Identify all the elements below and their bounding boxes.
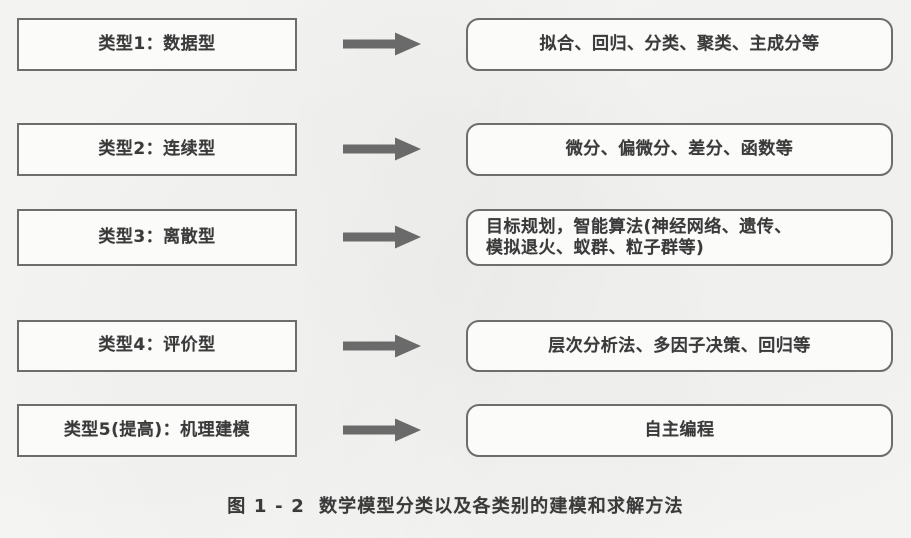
- method-label-3: 目标规划，智能算法(神经网络、遗传、 模拟退火、蚁群、粒子群等): [486, 216, 792, 258]
- right-arrow-icon: [343, 333, 421, 359]
- method-box-1[interactable]: 拟合、回归、分类、聚类、主成分等: [466, 18, 893, 71]
- category-box-5[interactable]: 类型5(提高)：机理建模: [17, 404, 297, 457]
- method-box-5[interactable]: 自主编程: [466, 404, 893, 457]
- category-label-5: 类型5(提高)：机理建模: [63, 419, 251, 440]
- method-label-5: 自主编程: [644, 420, 715, 441]
- figure-caption: 图 1 - 2 数学模型分类以及各类别的建模和求解方法: [0, 492, 911, 518]
- right-arrow-icon: [343, 224, 421, 250]
- method-box-3[interactable]: 目标规划，智能算法(神经网络、遗传、 模拟退火、蚁群、粒子群等): [466, 209, 893, 266]
- right-arrow-icon: [343, 31, 421, 57]
- category-label-1: 类型1：数据型: [98, 33, 216, 54]
- right-arrow-icon: [343, 417, 421, 443]
- method-label-1: 拟合、回归、分类、聚类、主成分等: [539, 34, 820, 55]
- category-label-4: 类型4：评价型: [98, 335, 216, 356]
- category-label-3: 类型3：离散型: [98, 226, 216, 247]
- category-box-2[interactable]: 类型2：连续型: [17, 123, 297, 176]
- category-box-3[interactable]: 类型3：离散型: [17, 209, 297, 266]
- right-arrow-icon: [343, 136, 421, 162]
- method-box-4[interactable]: 层次分析法、多因子决策、回归等: [466, 320, 893, 372]
- category-label-2: 类型2：连续型: [98, 138, 216, 159]
- category-box-4[interactable]: 类型4：评价型: [17, 320, 297, 372]
- figure-number: 图 1 - 2: [227, 496, 305, 517]
- method-label-2: 微分、偏微分、差分、函数等: [565, 139, 794, 160]
- method-label-4: 层次分析法、多因子决策、回归等: [548, 335, 811, 356]
- category-box-1[interactable]: 类型1：数据型: [17, 18, 297, 71]
- figure-title: 数学模型分类以及各类别的建模和求解方法: [318, 496, 684, 517]
- method-box-2[interactable]: 微分、偏微分、差分、函数等: [466, 123, 893, 176]
